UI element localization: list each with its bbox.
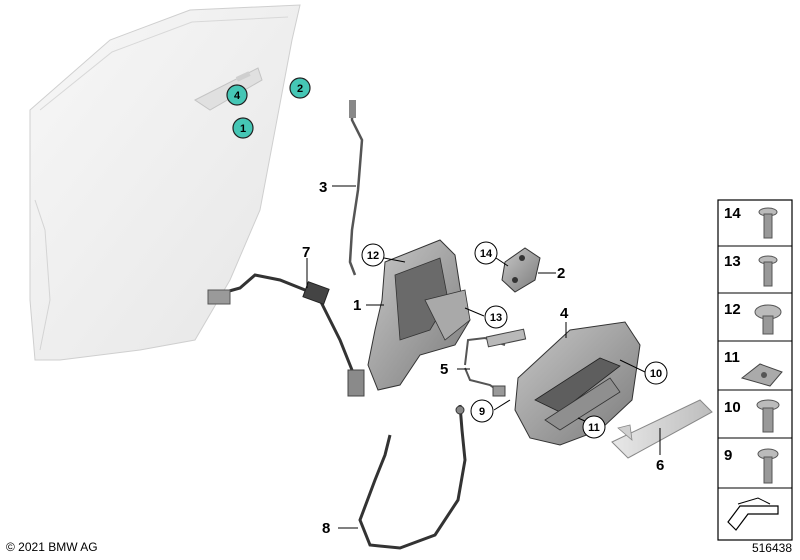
screw-14-icon (758, 207, 778, 239)
fastener-panel: 14 13 12 11 10 9 (717, 199, 793, 541)
svg-text:2: 2 (297, 83, 303, 95)
screw-12-icon (754, 304, 782, 335)
fastener-label-10: 10 (724, 399, 741, 416)
callout-teal-1: 1 (232, 117, 254, 139)
part-5-cable (457, 328, 527, 397)
part-6-handle-cover (611, 399, 713, 459)
callout-teal-4: 4 (226, 84, 248, 106)
callout-10: 10 (644, 361, 668, 385)
fastener-label-9: 9 (724, 447, 732, 464)
callout-11: 11 (582, 415, 606, 439)
label-8: 8 (322, 520, 330, 537)
fastener-label-14: 14 (724, 205, 741, 222)
callout-teal-2: 2 (289, 77, 311, 99)
svg-text:9: 9 (479, 406, 485, 418)
copyright-text: © 2021 BMW AG (6, 540, 98, 554)
screw-9-icon (757, 448, 779, 484)
direction-arrow-icon (727, 497, 779, 531)
part-4-handle-carrier (514, 321, 641, 446)
callout-13: 13 (484, 305, 508, 329)
label-5: 5 (440, 361, 448, 378)
clip-nut-11-icon (740, 363, 783, 387)
label-4: 4 (560, 305, 569, 322)
part-8-cable (338, 404, 467, 550)
label-7: 7 (302, 244, 310, 261)
callout-14: 14 (474, 241, 498, 265)
svg-text:12: 12 (367, 250, 379, 262)
part-3-rod (332, 100, 364, 276)
label-2: 2 (557, 265, 565, 282)
callout-9: 9 (470, 399, 494, 423)
part-7-cable (207, 258, 365, 397)
callout-12: 12 (361, 243, 385, 267)
part-2-striker (501, 247, 556, 293)
svg-text:1: 1 (240, 123, 246, 135)
diagram-number: 516438 (751, 541, 792, 555)
svg-text:13: 13 (490, 312, 502, 324)
svg-text:4: 4 (234, 90, 241, 102)
svg-text:11: 11 (588, 422, 600, 434)
screw-13-icon (758, 255, 778, 287)
label-6: 6 (656, 457, 664, 474)
door-panel-illustration (29, 4, 301, 361)
label-1: 1 (353, 297, 361, 314)
fastener-label-11: 11 (724, 349, 740, 366)
fastener-label-12: 12 (724, 301, 741, 318)
fastener-label-13: 13 (724, 253, 741, 270)
svg-text:10: 10 (650, 368, 662, 380)
part-1-door-lock (366, 239, 471, 391)
svg-text:14: 14 (480, 248, 493, 260)
screw-10-icon (756, 399, 780, 433)
label-3: 3 (319, 179, 327, 196)
